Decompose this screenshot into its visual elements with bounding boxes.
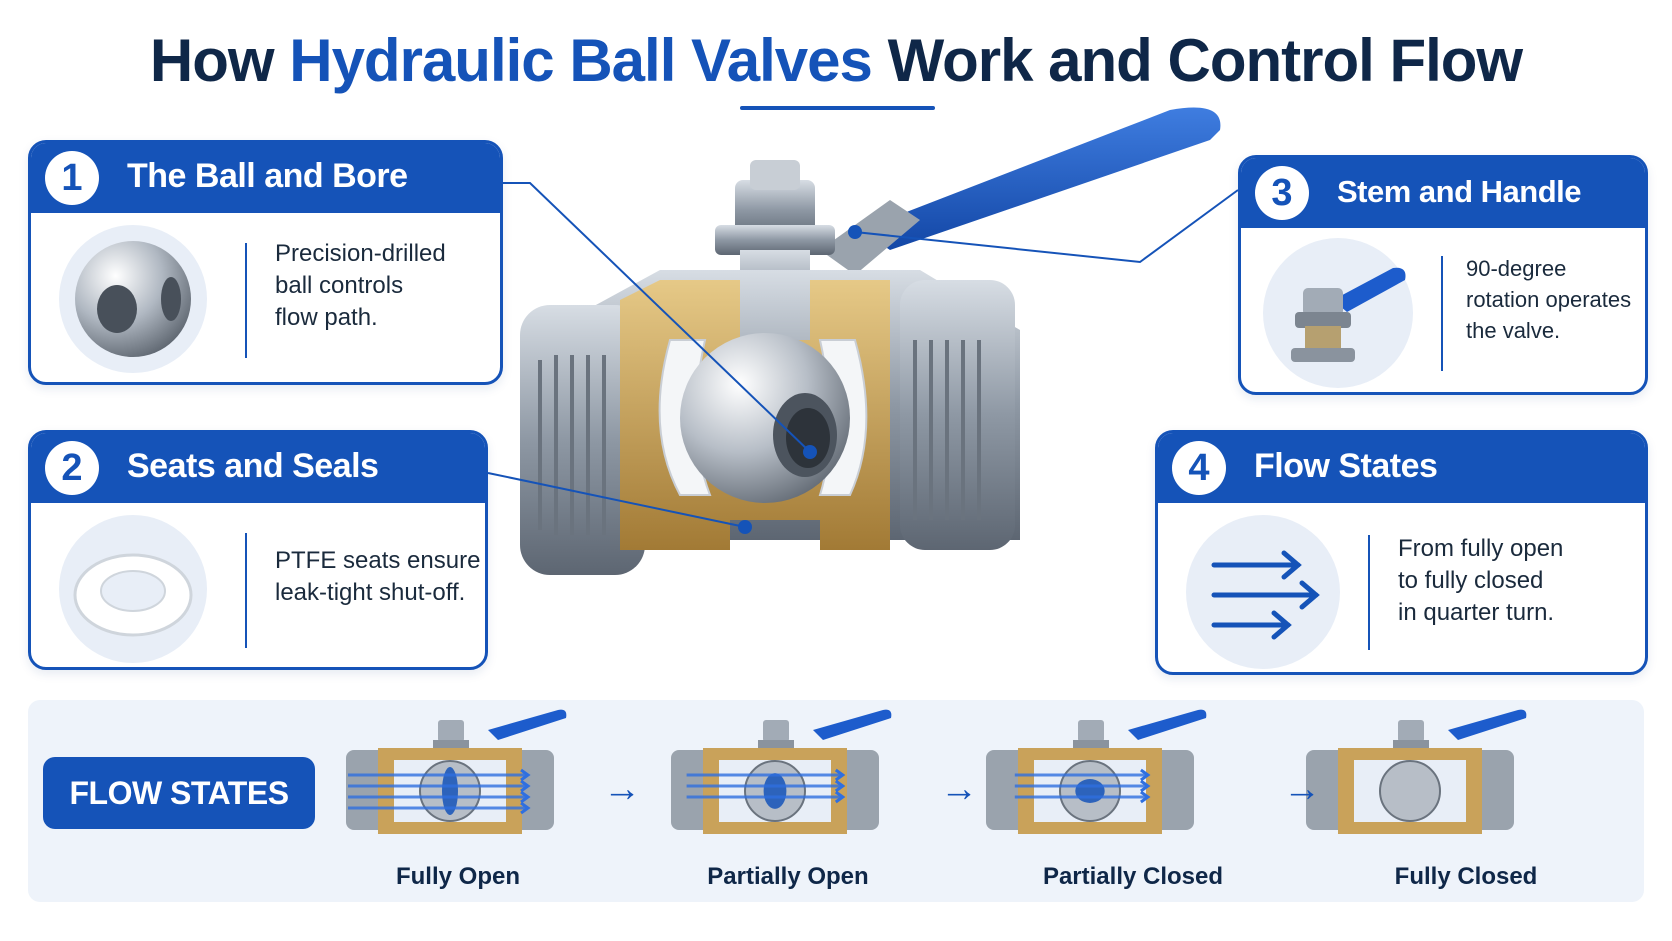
mini-valve-diagram [986,709,1207,834]
title-underline [740,106,935,110]
card-stem-and-handle: 3 Stem and Handle 90-degree rotation ope… [1238,155,1648,395]
flow-states-badge: FLOW STATES [43,757,315,829]
card-title: Flow States [1254,447,1438,485]
card-title: The Ball and Bore [127,157,408,195]
card-description: Precision-drilled ball controls flow pat… [275,240,446,331]
card-ball-and-bore: 1 The Ball and Bore Precision-drilled ba… [28,140,503,385]
card-header [1158,433,1645,503]
flow-arrows-icon [1186,515,1340,669]
card-title: Stem and Handle [1337,174,1582,209]
card-divider [245,243,247,358]
seal-ring-icon [59,515,207,663]
flow-state-label: Fully Open [395,863,520,890]
flow-state-label: Partially Closed [1042,863,1224,890]
title-prefix: How [149,27,290,94]
handle-grip [860,107,1221,250]
mini-valve-diagram [1306,709,1527,834]
flow-state-label: Fully Closed [1394,863,1538,890]
card-divider [245,533,247,648]
arrow-icon: → [1283,768,1321,810]
card-header [31,433,485,503]
card-title: Seats and Seals [127,447,379,485]
ball-valve-cutaway-illustration [520,107,1221,575]
card-flow-states: 4 Flow States From fully open to fully c… [1155,430,1648,675]
card-divider [1441,256,1443,371]
card-description: 90-degree rotation operates the valve. [1466,256,1632,343]
card-description: From fully open to fully closed in quart… [1398,535,1564,626]
card-number: 3 [1255,166,1309,220]
mini-valve-diagram [671,709,892,834]
title-highlight: Hydraulic Ball Valves [289,27,873,94]
flow-state-label: Partially Open [707,863,869,890]
arrow-icon: → [940,768,978,810]
card-description: PTFE seats ensure leak-tight shut-off. [275,547,481,606]
ball-icon [59,225,207,373]
card-divider [1368,535,1370,650]
page-title: How Hydraulic Ball Valves Work and Contr… [0,26,1672,95]
card-header [31,143,500,213]
stem-handle-icon [1263,238,1413,388]
card-number: 1 [45,151,99,205]
flow-states-strip: FLOW STATES → → → Fully Open Partially O… [28,700,1644,902]
card-number: 4 [1172,441,1226,495]
title-suffix: Work and Control Flow [871,27,1524,94]
card-seats-and-seals: 2 Seats and Seals PTFE seats ensure leak… [28,430,488,670]
mini-valve-diagram [346,709,567,834]
arrow-icon: → [603,768,641,810]
card-number: 2 [45,441,99,495]
